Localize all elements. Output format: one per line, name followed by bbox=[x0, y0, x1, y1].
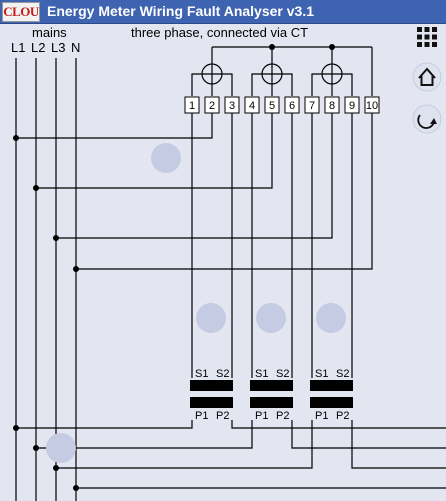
ct1-p1-wire bbox=[16, 420, 193, 429]
ct1-core-top bbox=[190, 380, 233, 391]
terminal-10[interactable] bbox=[364, 96, 380, 114]
terminal-label-1: 1 bbox=[189, 100, 195, 112]
clou-logo: CLOU bbox=[2, 2, 40, 22]
ct2-s2-label: S2 bbox=[276, 368, 289, 380]
app-title: Energy Meter Wiring Fault Analyser v3.1 bbox=[47, 3, 314, 19]
home-icon bbox=[412, 62, 442, 92]
line-label-l3: L3 bbox=[51, 40, 66, 55]
ct1-p1-label: P1 bbox=[195, 410, 208, 422]
terminal-label-4: 4 bbox=[249, 100, 255, 112]
ct3-p1-wire bbox=[56, 420, 313, 469]
terminal-3[interactable] bbox=[224, 96, 240, 114]
terminal-label-9: 9 bbox=[349, 100, 355, 112]
ct1-core-bottom bbox=[190, 397, 233, 408]
ct2-core-top bbox=[250, 380, 293, 391]
fault-hotspot[interactable] bbox=[196, 303, 226, 333]
terminal-label-5: 5 bbox=[269, 100, 275, 112]
terminal-label-2: 2 bbox=[209, 100, 215, 112]
ct1-p2-wire bbox=[231, 420, 446, 429]
ct3-s2-label: S2 bbox=[336, 368, 349, 380]
neutral-wire bbox=[76, 112, 373, 270]
terminal-label-8: 8 bbox=[329, 100, 335, 112]
ct2-p2-wire bbox=[291, 420, 446, 449]
fault-hotspot[interactable] bbox=[316, 303, 346, 333]
voltage-wire-l2 bbox=[36, 112, 273, 189]
fault-hotspot[interactable] bbox=[46, 433, 76, 463]
line-label-l1: L1 bbox=[11, 40, 26, 55]
terminal-4[interactable] bbox=[244, 96, 260, 114]
voltage-wire-l1 bbox=[16, 112, 213, 139]
rotate-arrow-icon bbox=[412, 104, 442, 134]
terminal-label-7: 7 bbox=[309, 100, 315, 112]
fault-hotspot[interactable] bbox=[256, 303, 286, 333]
terminal-5[interactable] bbox=[264, 96, 280, 114]
reset-button[interactable] bbox=[412, 104, 442, 134]
terminal-label-3: 3 bbox=[229, 100, 235, 112]
terminal-7[interactable] bbox=[304, 96, 320, 114]
fault-hotspot[interactable] bbox=[151, 143, 181, 173]
ct1-p2-label: P2 bbox=[216, 410, 229, 422]
line-label-n: N bbox=[71, 40, 81, 55]
terminal-label-10: 10 bbox=[366, 100, 378, 112]
ct3-core-bottom bbox=[310, 397, 353, 408]
terminal-8[interactable] bbox=[324, 96, 340, 114]
terminal-6[interactable] bbox=[284, 96, 300, 114]
ct2-core-bottom bbox=[250, 397, 293, 408]
ct3-p2-wire bbox=[351, 420, 446, 469]
terminal-9[interactable] bbox=[344, 96, 360, 114]
title-bar: CLOU Energy Meter Wiring Fault Analyser … bbox=[0, 0, 446, 24]
ct3-s1-label: S1 bbox=[315, 368, 328, 380]
home-button[interactable] bbox=[412, 62, 442, 92]
ct2-p2-label: P2 bbox=[276, 410, 289, 422]
grid-menu-button[interactable] bbox=[412, 22, 442, 52]
line-label-l2: L2 bbox=[31, 40, 46, 55]
terminal-2[interactable] bbox=[204, 96, 220, 114]
voltage-wire-l3 bbox=[56, 112, 333, 239]
configuration-label: three phase, connected via CT bbox=[131, 25, 309, 40]
ct3-core-top bbox=[310, 380, 353, 391]
meter-terminal-block bbox=[184, 96, 380, 114]
ct3-p2-label: P2 bbox=[336, 410, 349, 422]
grid-icon bbox=[417, 27, 437, 47]
ct1-s2-label: S2 bbox=[216, 368, 229, 380]
ct1-s1-label: S1 bbox=[195, 368, 208, 380]
mains-label: mains bbox=[32, 25, 67, 40]
terminal-1[interactable] bbox=[184, 96, 200, 114]
terminal-label-6: 6 bbox=[289, 100, 295, 112]
ct2-s1-label: S1 bbox=[255, 368, 268, 380]
ct2-p1-wire bbox=[36, 420, 253, 449]
ct3-p1-label: P1 bbox=[315, 410, 328, 422]
ct2-p1-label: P1 bbox=[255, 410, 268, 422]
